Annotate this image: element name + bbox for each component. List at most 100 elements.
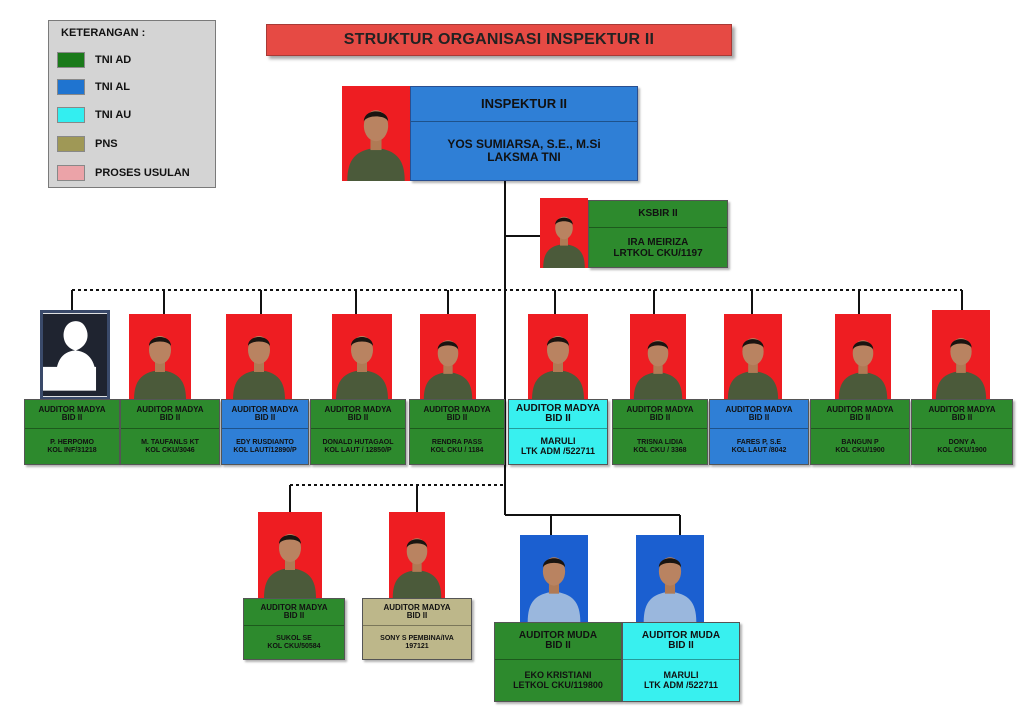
ksbir-box: KSBIR II IRA MEIRIZA LRTKOL CKU/1197 (588, 200, 728, 268)
head-name: YOS SUMIARSA, S.E., M.Si (447, 136, 601, 151)
label-text: AUDITOR MADYA (324, 404, 392, 414)
label-text: KOL CKU / 1184 (430, 446, 484, 454)
label-text: KOL LAUT/12890/P (233, 446, 297, 454)
label-text: BID II (951, 413, 973, 422)
person-portrait-icon (727, 338, 779, 400)
label-text: BID II (61, 413, 83, 422)
label-text: BID II (347, 413, 369, 422)
label-text: BID II (668, 640, 694, 651)
lower-auditor-photo (258, 512, 322, 598)
label-text: KOL LAUT /8042 (731, 446, 787, 454)
label-text: BID II (649, 413, 671, 422)
label-text: KOL CKU/50584 (267, 642, 321, 650)
person-portrait-icon (233, 336, 285, 400)
lower-auditor-photo (389, 512, 445, 598)
person-portrait-icon (643, 557, 697, 622)
label-text: TRISNA LIDIA (636, 438, 684, 446)
head-details: YOS SUMIARSA, S.E., M.Si LAKSMA TNI (411, 122, 637, 180)
label-text: DONALD HUTAGAOL (322, 438, 394, 446)
person-portrait-icon (423, 340, 473, 400)
label-text: AUDITOR MUDA (641, 629, 721, 641)
auditor-photo (835, 314, 891, 400)
ksbir-position: KSBIR II (589, 201, 727, 228)
label-text: KOL CKU / 3368 (633, 446, 687, 454)
label-text: AUDITOR MADYA (38, 404, 106, 414)
label-text: BID II (545, 640, 571, 651)
person-portrait-icon (532, 336, 584, 400)
legend-swatch (57, 52, 85, 68)
label-text: AUDITOR MADYA (383, 602, 451, 612)
legend-swatch (57, 136, 85, 152)
label-text: AUDITOR MADYA (626, 404, 694, 414)
auditor-photo (528, 314, 588, 400)
label-text: AUDITOR MADYA (260, 602, 328, 612)
muda-auditor-photo (520, 535, 588, 622)
legend-label: TNI AU (95, 109, 132, 121)
person-portrait-icon (264, 534, 316, 598)
person-portrait-icon (838, 340, 888, 400)
label-text: LETKOL CKU/119800 (513, 679, 603, 690)
label-text: LTK ADM /522711 (520, 445, 596, 456)
label-text: DONY A (948, 438, 976, 446)
label-text: BID II (545, 413, 571, 424)
label-text: EKO KRISTIANI (524, 669, 592, 680)
auditor-photo (932, 310, 990, 400)
legend-swatch (57, 79, 85, 95)
label-text: BID II (159, 413, 181, 422)
auditor-photo (630, 314, 686, 400)
person-portrait-icon (392, 538, 442, 598)
label-text: BANGUN P (841, 438, 879, 446)
label-text: KOL CKU/1900 (937, 446, 987, 454)
label-text: P. HERPOMO (50, 438, 94, 446)
ksbir-details: IRA MEIRIZA LRTKOL CKU/1197 (589, 228, 727, 267)
head-rank: LAKSMA TNI (487, 150, 561, 164)
page-title: STRUKTUR ORGANISASI INSPEKTUR II (343, 31, 655, 48)
auditor-photo (724, 314, 782, 400)
label-text: AUDITOR MADYA (423, 404, 491, 414)
label-text: SONY S PEMBINA/IVA (380, 634, 454, 642)
title-banner: STRUKTUR ORGANISASI INSPEKTUR II (266, 24, 732, 56)
person-portrait-icon (935, 338, 987, 400)
label-text: AUDITOR MADYA (928, 404, 996, 414)
label-text: FARES P, S.E (736, 438, 782, 446)
legend-label: PROSES USULAN (95, 167, 190, 179)
label-text: KOL INF/31218 (47, 446, 97, 454)
legend-item-proses-usulan: PROSES USULAN (57, 164, 190, 182)
label-text: MARULI (663, 669, 699, 680)
label-text: BID II (849, 413, 871, 422)
person-portrait-icon (134, 336, 186, 400)
label-text: M. TAUFANLS KT (141, 438, 199, 446)
auditor-photo (226, 314, 292, 400)
label-text: AUDITOR MADYA (136, 404, 204, 414)
legend-swatch (57, 107, 85, 123)
